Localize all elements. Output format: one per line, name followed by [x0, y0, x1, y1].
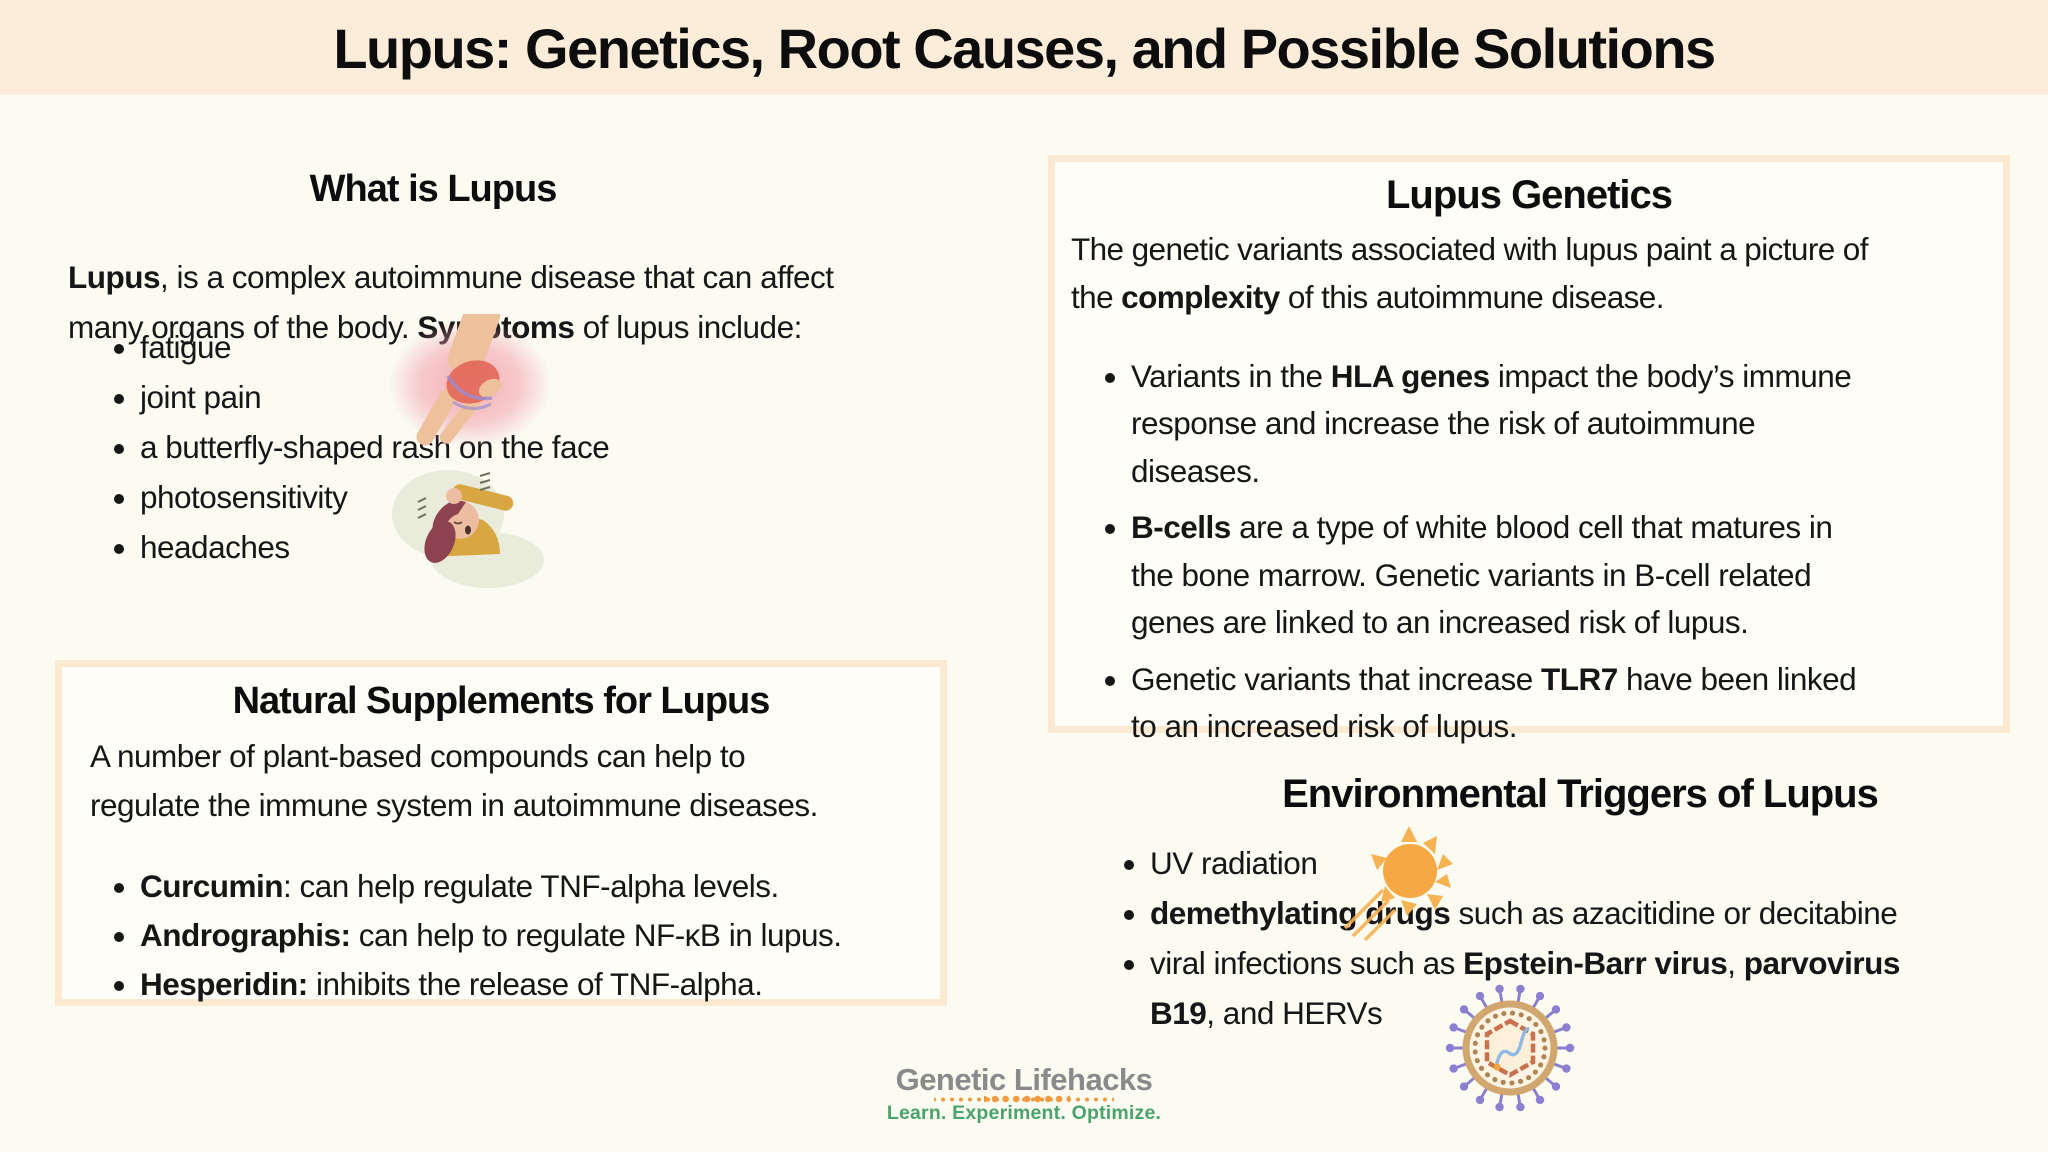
what-is-lupus-heading: What is Lupus — [309, 168, 558, 210]
trigger-item: viral infections such as Epstein-Barr vi… — [1150, 938, 2048, 1038]
brand-dotted-divider-center — [984, 1094, 1070, 1104]
symptom-item: a butterfly-shaped rash on the face — [140, 422, 900, 472]
symptom-item: fatigue — [140, 322, 900, 372]
natural-supplements-heading: Natural Supplements for Lupus — [232, 680, 771, 722]
symptom-item: photosensitivity — [140, 472, 900, 522]
triggers-list: UV radiationdemethylating drugs such as … — [1100, 838, 2048, 1038]
trigger-item: demethylating drugs such as azacitidine … — [1150, 888, 2048, 938]
lupus-genetics-section: Lupus Genetics The genetic variants asso… — [1048, 155, 2010, 744]
genetics-item: B-cells are a type of white blood cell t… — [1131, 504, 2011, 647]
supplement-item: Hesperidin: inhibits the release of TNF-… — [140, 960, 934, 1009]
genetics-item: Genetic variants that increase TLR7 have… — [1131, 656, 2011, 751]
brand-tagline: Learn. Experiment. Optimize. — [886, 1102, 1162, 1124]
trigger-item: UV radiation — [1150, 838, 2048, 888]
symptom-item: joint pain — [140, 372, 900, 422]
page-title: Lupus: Genetics, Root Causes, and Possib… — [333, 17, 1716, 80]
title-banner: Lupus: Genetics, Root Causes, and Possib… — [0, 0, 2048, 95]
brand-logo-text: Genetic Lifehacks — [895, 1062, 1153, 1097]
natural-supplements-intro: A number of plant-based compounds can he… — [90, 738, 818, 823]
headache-icon — [392, 470, 544, 588]
supplement-list: Curcumin: can help regulate TNF-alpha le… — [82, 862, 934, 1009]
supplement-item: Andrographis: can help to regulate NF-κB… — [140, 911, 934, 960]
genetics-item: Variants in the HLA genes impact the bod… — [1131, 353, 2011, 496]
environmental-triggers-heading: Environmental Triggers of Lupus — [1282, 772, 1879, 816]
sun-icon — [1343, 826, 1453, 942]
lupus-genetics-intro: The genetic variants associated with lup… — [1071, 231, 1868, 315]
natural-supplements-section: Natural Supplements for Lupus A number o… — [55, 660, 947, 1006]
lupus-genetics-heading: Lupus Genetics — [1385, 173, 1673, 217]
genetics-list: Variants in the HLA genes impact the bod… — [1071, 353, 2011, 751]
supplement-item: Curcumin: can help regulate TNF-alpha le… — [140, 862, 934, 911]
joint-pain-icon — [388, 314, 552, 448]
symptom-item: headaches — [140, 522, 900, 572]
symptom-list: fatiguejoint paina butterfly-shaped rash… — [68, 322, 900, 572]
virus-icon — [1445, 984, 1575, 1112]
